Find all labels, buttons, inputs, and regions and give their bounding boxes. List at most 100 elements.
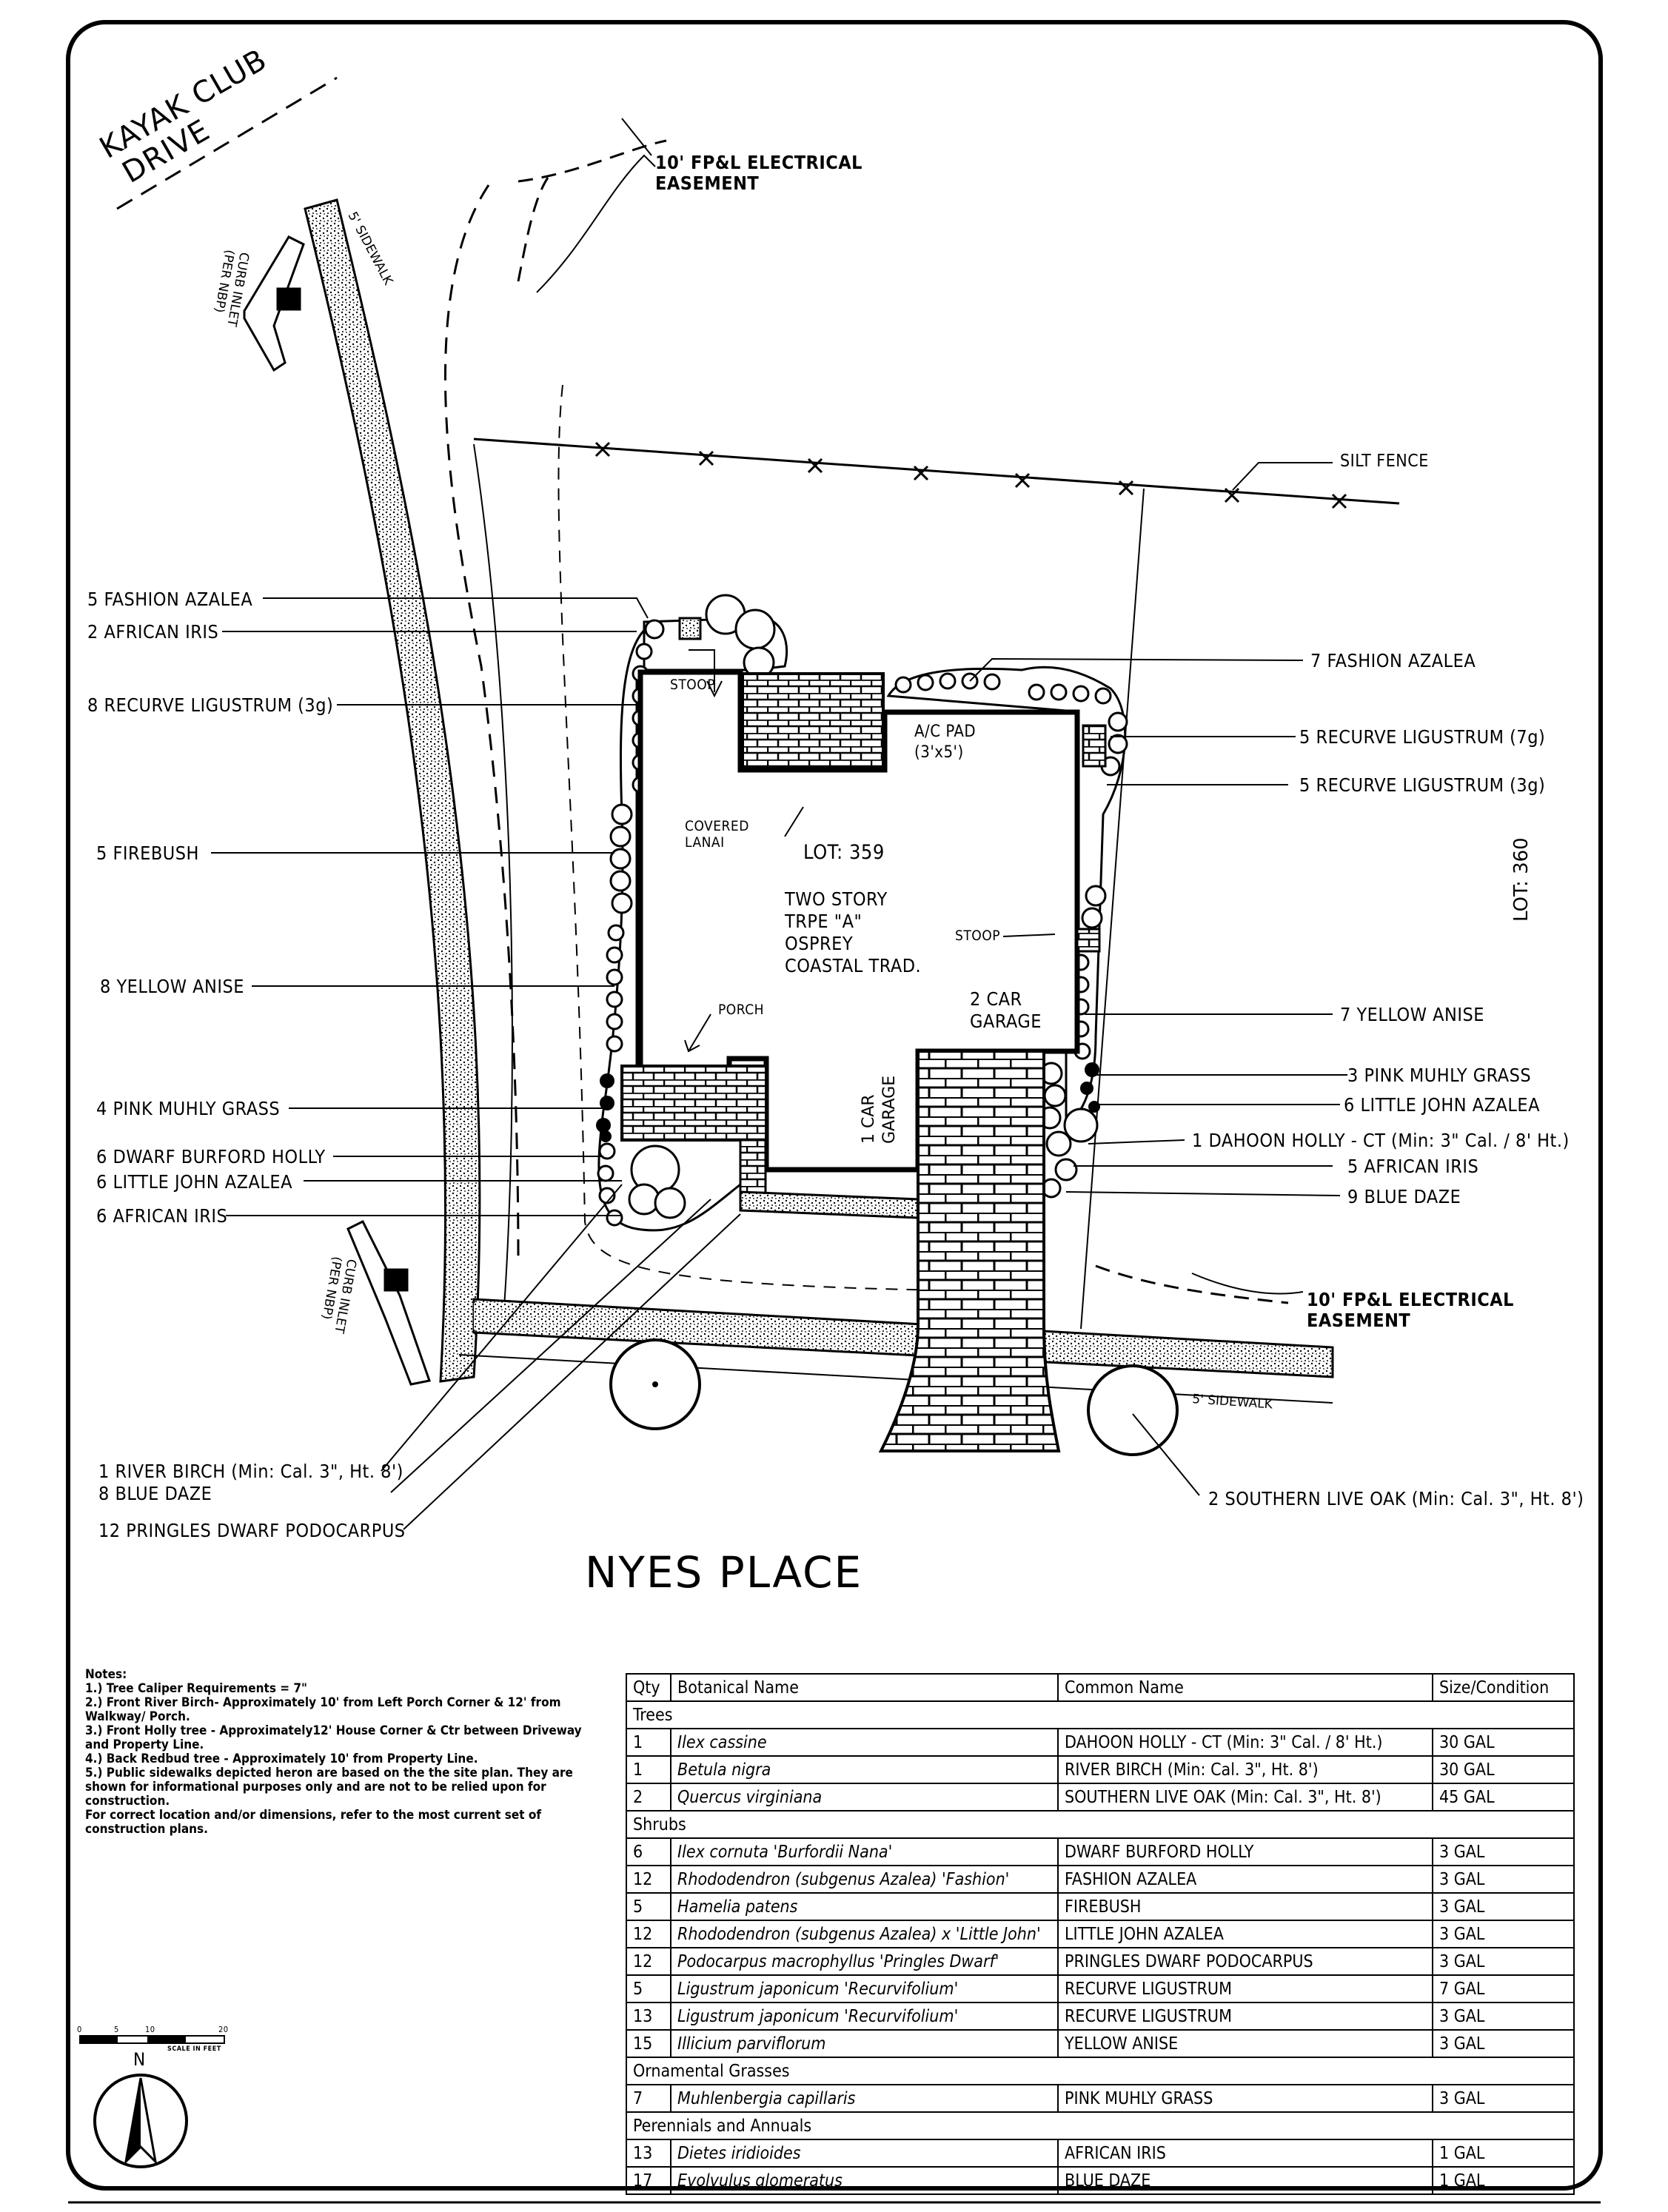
note-1: 1.) Tree Caliper Requirements = 7" <box>85 1681 307 1696</box>
callout-right-5: 3 PINK MUHLY GRASS <box>1347 1065 1532 1086</box>
silt-fence-line <box>473 438 1400 505</box>
callout-live-oak: 2 SOUTHERN LIVE OAK (Min: Cal. 3", Ht. 8… <box>1208 1488 1584 1509</box>
callout-right-2: 5 RECURVE LIGUSTRUM (7g) <box>1299 726 1546 748</box>
botanical-cell: Illicium parviflorum <box>670 2029 1059 2058</box>
header-size: Size/Condition <box>1432 1673 1575 1702</box>
common-cell: YELLOW ANISE <box>1057 2029 1433 2058</box>
scale-tick-10: 10 <box>145 2025 155 2034</box>
botanical-cell: Rhododendron (subgenus Azalea) x 'Little… <box>670 1920 1059 1948</box>
plant-schedule-table: Qty Botanical Name Common Name Size/Cond… <box>626 1673 1575 2195</box>
qty-cell: 15 <box>626 2029 671 2058</box>
road-edge-dashed <box>444 184 520 1259</box>
shrub-symbols <box>597 594 1128 1227</box>
notes-title: Notes: <box>85 1667 127 1682</box>
walkway <box>739 1139 767 1201</box>
qty-cell: 5 <box>626 1892 671 1921</box>
note-4: 4.) Back Redbud tree - Approximately 10'… <box>85 1752 478 1766</box>
botanical-cell: Rhododendron (subgenus Azalea) 'Fashion' <box>670 1865 1059 1894</box>
scale-tick-20: 20 <box>218 2025 229 2034</box>
scale-bar <box>79 2035 225 2044</box>
scale-tick-0: 0 <box>77 2025 82 2034</box>
ac-pad <box>1082 724 1107 768</box>
qty-cell: 7 <box>626 2084 671 2113</box>
scale-tick-5: 5 <box>114 2025 119 2034</box>
property-line-right <box>1080 488 1145 1330</box>
note-2: 2.) Front River Birch- Approximately 10'… <box>85 1695 561 1724</box>
callout-right-1: 7 FASHION AZALEA <box>1310 650 1476 671</box>
easement-top-leader <box>536 154 656 293</box>
live-oak-right <box>1087 1364 1179 1456</box>
scale-label: SCALE IN FEET <box>167 2045 221 2053</box>
live-oak-leader <box>1132 1413 1200 1496</box>
stoop-right-label: STOOP <box>955 928 1001 944</box>
callout-left-2: 2 AFRICAN IRIS <box>87 621 219 643</box>
callout-left-4: 5 FIREBUSH <box>96 842 199 864</box>
ac-pad-label: A/C PAD(3'x5') <box>914 723 977 762</box>
callout-right-7: 1 DAHOON HOLLY - CT (Min: 3" Cal. / 8' H… <box>1192 1130 1570 1151</box>
bottom-sidewalk-fill <box>474 1303 1329 1375</box>
common-cell: RIVER BIRCH (Min: Cal. 3", Ht. 8') <box>1057 1755 1433 1784</box>
table-section-name: Trees <box>626 1700 1575 1729</box>
north-label: N <box>133 2049 146 2070</box>
size-cell: 30 GAL <box>1432 1728 1575 1757</box>
botanical-cell: Evolvulus glomeratus <box>670 2166 1059 2195</box>
easement-bottom-leader <box>1191 1273 1304 1295</box>
header-botanical: Botanical Name <box>670 1673 1059 1702</box>
size-cell: 1 GAL <box>1432 2166 1575 2195</box>
common-cell: FIREBUSH <box>1057 1892 1433 1921</box>
common-cell: DWARF BURFORD HOLLY <box>1057 1837 1433 1866</box>
size-cell: 45 GAL <box>1432 1783 1575 1812</box>
botanical-cell: Ilex cassine <box>670 1728 1059 1757</box>
botanical-cell: Quercus virginiana <box>670 1783 1059 1812</box>
table-section-name: Ornamental Grasses <box>626 2057 1575 2085</box>
size-cell: 3 GAL <box>1432 2002 1575 2031</box>
sidewalk-bottom-label: 5' SIDEWALK <box>1192 1392 1274 1412</box>
lot-boundary-dashed <box>557 384 1052 1293</box>
callout-leaders <box>211 597 1347 1530</box>
qty-cell: 13 <box>626 2002 671 2031</box>
lanai-arrow <box>784 806 804 837</box>
porch-arrow <box>684 1013 711 1053</box>
qty-cell: 12 <box>626 1947 671 1976</box>
table-section-name: Perennials and Annuals <box>626 2111 1575 2140</box>
qty-cell: 5 <box>626 1974 671 2003</box>
header-qty: Qty <box>626 1673 671 1702</box>
stoop-right-block <box>1076 928 1101 953</box>
muhly-grass-symbols <box>596 1062 1100 1142</box>
curb-inlet-bottom <box>346 1219 431 1386</box>
silt-fence-leader <box>1232 462 1333 491</box>
callout-left-7: 6 DWARF BURFORD HOLLY <box>96 1146 326 1167</box>
walkway-step <box>739 1190 920 1219</box>
callout-bottom-1: 1 RIVER BIRCH (Min: Cal. 3", Ht. 8') <box>98 1461 403 1482</box>
size-cell: 7 GAL <box>1432 1974 1575 2003</box>
common-cell: PINK MUHLY GRASS <box>1057 2084 1433 2113</box>
qty-cell: 1 <box>626 1728 671 1757</box>
note-3: 3.) Front Holly tree - Approximately12' … <box>85 1723 582 1752</box>
lot-359-label: LOT: 359 <box>803 841 885 864</box>
size-cell: 3 GAL <box>1432 2029 1575 2058</box>
callout-right-4: 7 YELLOW ANISE <box>1340 1004 1484 1025</box>
botanical-cell: Ligustrum japonicum 'Recurvifolium' <box>670 2002 1059 2031</box>
botanical-cell: Dietes iridioides <box>670 2139 1059 2168</box>
table-section-name: Shrubs <box>626 1810 1575 1839</box>
qty-cell: 6 <box>626 1837 671 1866</box>
size-cell: 3 GAL <box>1432 1920 1575 1948</box>
table-header-row: Qty Botanical Name Common Name Size/Cond… <box>626 1673 1575 1702</box>
silt-fence-label: SILT FENCE <box>1340 452 1429 471</box>
callout-left-6: 4 PINK MUHLY GRASS <box>96 1098 281 1119</box>
common-cell: LITTLE JOHN AZALEA <box>1057 1920 1433 1948</box>
callout-bottom-2: 8 BLUE DAZE <box>98 1483 212 1504</box>
size-cell: 1 GAL <box>1432 2139 1575 2168</box>
callout-left-1: 5 FASHION AZALEA <box>87 589 253 610</box>
live-oak-left-center <box>652 1381 658 1387</box>
